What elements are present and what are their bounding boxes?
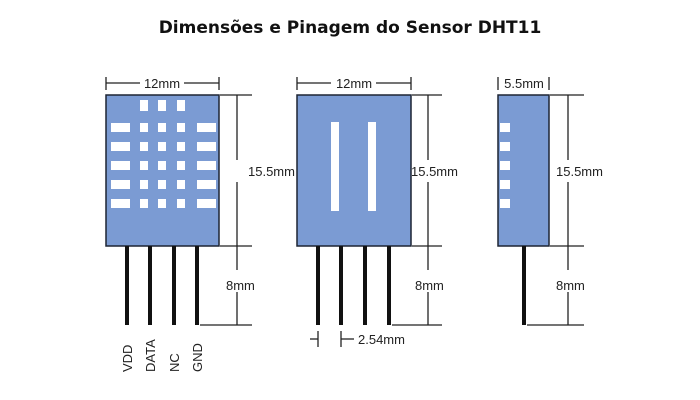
vent-grid xyxy=(111,100,216,208)
vent-hole xyxy=(177,100,185,111)
sensor-body-side xyxy=(497,94,550,247)
back-slot xyxy=(368,122,376,211)
vent-hole xyxy=(111,161,130,170)
back-view: 12mm 15.5mm 8mm 2.54mm xyxy=(296,76,458,347)
vent-hole xyxy=(158,180,166,189)
vent-hole xyxy=(140,142,148,151)
side-width-label: 5.5mm xyxy=(504,76,544,91)
vent-hole xyxy=(158,199,166,208)
back-slot xyxy=(331,122,339,211)
pin-pitch-label: 2.54mm xyxy=(358,332,405,347)
vent-hole xyxy=(158,123,166,132)
sensor-body-front xyxy=(105,94,220,247)
back-height-label: 15.5mm xyxy=(411,164,458,179)
vent-hole xyxy=(177,161,185,170)
pin-label-nc: NC xyxy=(167,353,182,372)
vent-hole xyxy=(158,100,166,111)
back-pins xyxy=(316,246,391,325)
pin-label-vdd: VDD xyxy=(120,345,135,372)
vent-hole xyxy=(177,180,185,189)
sensor-body-back xyxy=(296,94,412,247)
vent-hole xyxy=(111,199,130,208)
vent-hole xyxy=(140,123,148,132)
vent-hole xyxy=(140,161,148,170)
side-pin-length-label: 8mm xyxy=(556,278,585,293)
vent-hole xyxy=(140,199,148,208)
page-title: Dimensões e Pinagem do Sensor DHT11 xyxy=(158,18,542,38)
vent-hole xyxy=(158,142,166,151)
pin-label-gnd: GND xyxy=(190,343,205,372)
vent-hole xyxy=(197,180,216,189)
vent-hole xyxy=(177,142,185,151)
front-pins xyxy=(125,246,199,325)
vent-hole xyxy=(500,123,510,132)
pin-label-data: DATA xyxy=(143,339,158,372)
vent-hole xyxy=(111,180,130,189)
vent-hole xyxy=(177,199,185,208)
vent-hole xyxy=(500,199,510,208)
vent-hole xyxy=(500,161,510,170)
front-view: 12mm 15.5mm 8mm VDD DATA NC GND xyxy=(105,76,295,372)
side-height-label: 15.5mm xyxy=(556,164,603,179)
back-width-label: 12mm xyxy=(336,76,372,91)
vent-hole xyxy=(197,123,216,132)
vent-hole xyxy=(158,161,166,170)
vent-hole xyxy=(140,180,148,189)
front-height-label: 15.5mm xyxy=(248,164,295,179)
vent-hole xyxy=(111,142,130,151)
vent-hole xyxy=(197,199,216,208)
side-view: 5.5mm 15.5mm 8mm xyxy=(497,76,603,326)
vent-hole xyxy=(111,123,130,132)
vent-hole xyxy=(500,142,510,151)
front-width-label: 12mm xyxy=(144,76,180,91)
vent-hole xyxy=(500,180,510,189)
vent-hole xyxy=(197,142,216,151)
vent-hole xyxy=(140,100,148,111)
vent-hole xyxy=(197,161,216,170)
vent-hole xyxy=(177,123,185,132)
front-pin-length-label: 8mm xyxy=(226,278,255,293)
side-vents xyxy=(500,123,510,208)
back-pin-length-label: 8mm xyxy=(415,278,444,293)
